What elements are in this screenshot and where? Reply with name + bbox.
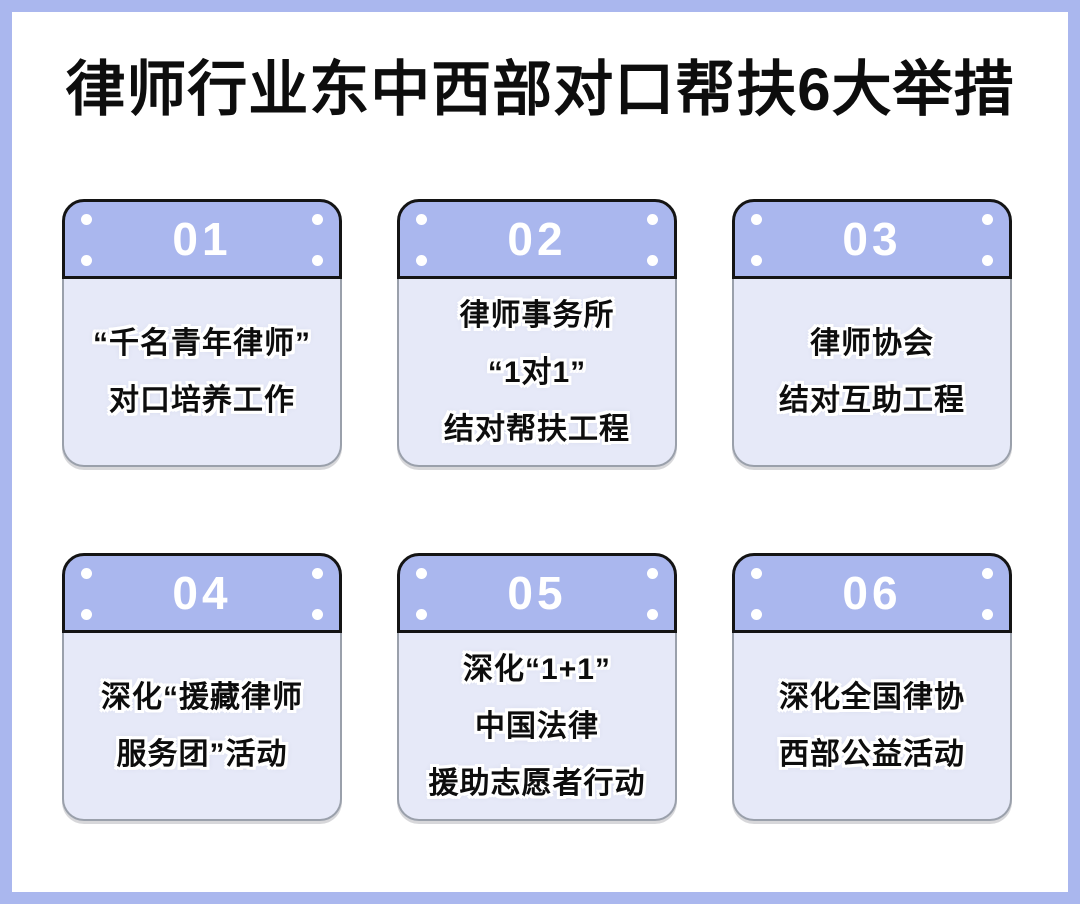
card-number-header: 02 xyxy=(397,199,677,279)
card-number-header: 06 xyxy=(732,553,1012,633)
pin-dot-icon xyxy=(312,214,323,225)
pin-dot-icon xyxy=(81,255,92,266)
card-text: 深化“1+1” 中国法律援助志愿者行动 xyxy=(397,633,677,821)
card-text-line: 律师协会 xyxy=(810,327,934,360)
card-number-header: 04 xyxy=(62,553,342,633)
pin-dot-icon xyxy=(751,568,762,579)
card-text: “千名青年律师” 对口培养工作 xyxy=(62,279,342,467)
card-text-line: “千名青年律师” xyxy=(93,327,311,360)
card-number-header: 03 xyxy=(732,199,1012,279)
cards-grid: 01 “千名青年律师” 对口培养工作 02 律师事务所 “1对1” 结对帮扶工程 03… xyxy=(62,199,1012,821)
pin-dot-icon xyxy=(416,609,427,620)
pin-dot-icon xyxy=(982,568,993,579)
pin-dot-icon xyxy=(312,255,323,266)
pin-dot-icon xyxy=(312,568,323,579)
pin-dot-icon xyxy=(647,609,658,620)
page-title: 律师行业东中西部对口帮扶6大举措 xyxy=(65,56,1015,123)
card-text-line: 对口培养工作 xyxy=(109,384,295,417)
card-number: 03 xyxy=(842,213,902,265)
card-text-line: 结对互助工程 xyxy=(779,384,965,417)
card-text-line: 西部公益活动 xyxy=(779,738,965,771)
pin-dot-icon xyxy=(416,568,427,579)
pin-dot-icon xyxy=(982,255,993,266)
card-text-line: 深化全国律协 xyxy=(779,681,965,714)
pin-dot-icon xyxy=(81,609,92,620)
pin-dot-icon xyxy=(751,255,762,266)
pin-dot-icon xyxy=(982,609,993,620)
card-text: 律师协会结对互助工程 xyxy=(732,279,1012,467)
card-text-line: 援助志愿者行动 xyxy=(428,766,646,800)
measure-card-03: 03 律师协会结对互助工程 xyxy=(732,199,1012,467)
card-text-line: 结对帮扶工程 xyxy=(444,412,630,446)
card-text: 深化“援藏律师服务团”活动 xyxy=(62,633,342,821)
measure-card-01: 01 “千名青年律师” 对口培养工作 xyxy=(62,199,342,467)
pin-dot-icon xyxy=(81,568,92,579)
card-text-line: 中国法律 xyxy=(475,709,599,743)
pin-dot-icon xyxy=(647,214,658,225)
measure-card-04: 04 深化“援藏律师服务团”活动 xyxy=(62,553,342,821)
pin-dot-icon xyxy=(416,214,427,225)
card-number: 01 xyxy=(172,213,232,265)
card-text-line: “1对1” xyxy=(487,355,587,389)
card-number-header: 01 xyxy=(62,199,342,279)
measure-card-05: 05 深化“1+1” 中国法律援助志愿者行动 xyxy=(397,553,677,821)
card-number: 02 xyxy=(507,213,567,265)
measure-card-06: 06 深化全国律协西部公益活动 xyxy=(732,553,1012,821)
card-number: 06 xyxy=(842,567,902,619)
pin-dot-icon xyxy=(647,568,658,579)
card-text: 深化全国律协西部公益活动 xyxy=(732,633,1012,821)
card-number-header: 05 xyxy=(397,553,677,633)
card-text-line: 服务团”活动 xyxy=(116,738,288,771)
card-text: 律师事务所 “1对1” 结对帮扶工程 xyxy=(397,279,677,467)
pin-dot-icon xyxy=(751,609,762,620)
pin-dot-icon xyxy=(751,214,762,225)
card-text-line: 深化“援藏律师 xyxy=(101,681,303,714)
pin-dot-icon xyxy=(416,255,427,266)
measure-card-02: 02 律师事务所 “1对1” 结对帮扶工程 xyxy=(397,199,677,467)
pin-dot-icon xyxy=(982,214,993,225)
card-number: 05 xyxy=(507,567,567,619)
pin-dot-icon xyxy=(81,214,92,225)
card-number: 04 xyxy=(172,567,232,619)
card-text-line: 深化“1+1” xyxy=(463,652,611,686)
card-text-line: 律师事务所 xyxy=(459,298,615,332)
pin-dot-icon xyxy=(312,609,323,620)
pin-dot-icon xyxy=(647,255,658,266)
